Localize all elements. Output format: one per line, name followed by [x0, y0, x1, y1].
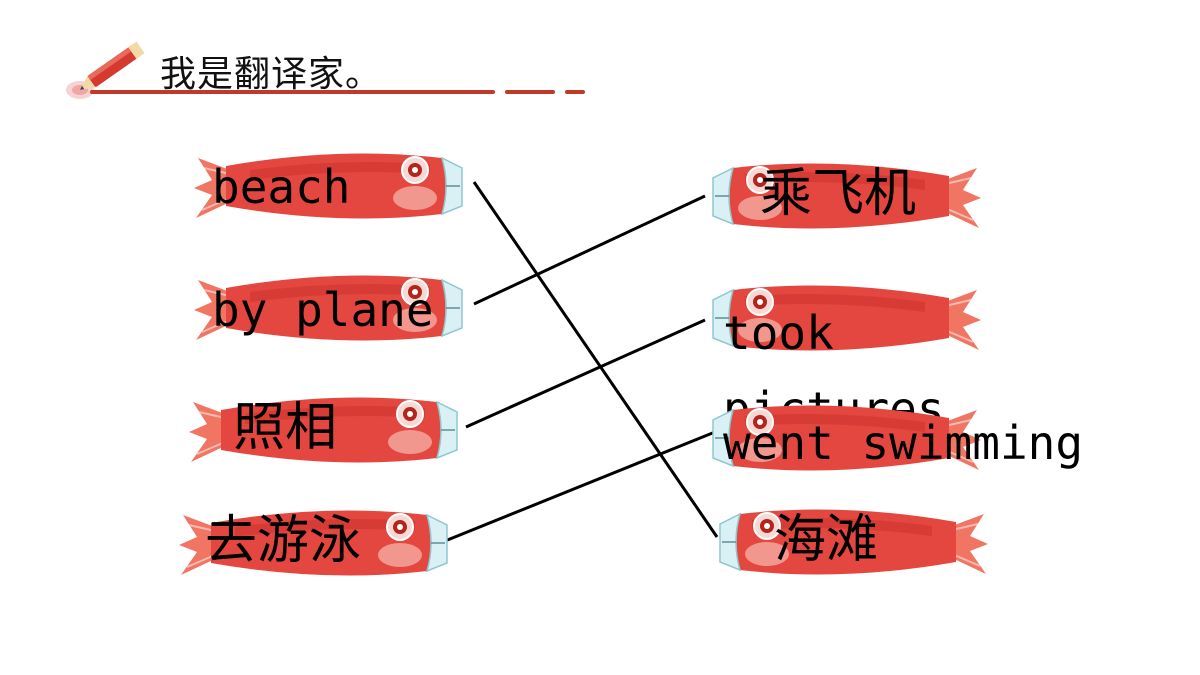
left-fish-card[interactable]: 去游泳 [175, 497, 455, 587]
fish-kite-icon [712, 285, 981, 351]
left-fish-card[interactable]: 照相 [185, 384, 465, 474]
fish-kite-icon [712, 405, 981, 471]
fish-kite-icon [189, 397, 458, 463]
page-title: 我是翻译家。 [160, 54, 383, 95]
fish-kite-icon [179, 510, 448, 576]
right-fish-card[interactable]: took pictures [705, 272, 985, 436]
title-underline-dash [565, 90, 585, 94]
right-label: 海滩 [774, 510, 879, 570]
match-line [439, 430, 716, 545]
fish-kite-icon [719, 509, 988, 575]
left-label: 照相 [233, 398, 338, 458]
fish-kite-icon [712, 163, 981, 229]
right-label: went swimming [723, 416, 1084, 470]
fish-kite-icon [194, 275, 463, 341]
match-line [473, 194, 706, 306]
right-fish-card[interactable]: 乘飞机 [705, 150, 985, 240]
match-line [472, 181, 719, 538]
right-label: 乘飞机 [760, 164, 917, 224]
left-label: by plane [212, 283, 434, 337]
pencil-icon [66, 41, 145, 99]
left-fish-card[interactable]: beach [190, 140, 470, 230]
title-underline [90, 90, 495, 94]
right-fish-card[interactable]: went swimming [705, 392, 1083, 482]
left-label: 去游泳 [205, 511, 362, 571]
section-header: 我是翻译家。 [60, 30, 600, 110]
title-underline-dash [505, 90, 555, 94]
left-fish-card[interactable]: by plane [190, 262, 470, 352]
left-label: beach [212, 160, 351, 214]
right-fish-card[interactable]: 海滩 [712, 496, 992, 586]
match-line [465, 318, 706, 429]
fish-kite-icon [194, 153, 463, 219]
